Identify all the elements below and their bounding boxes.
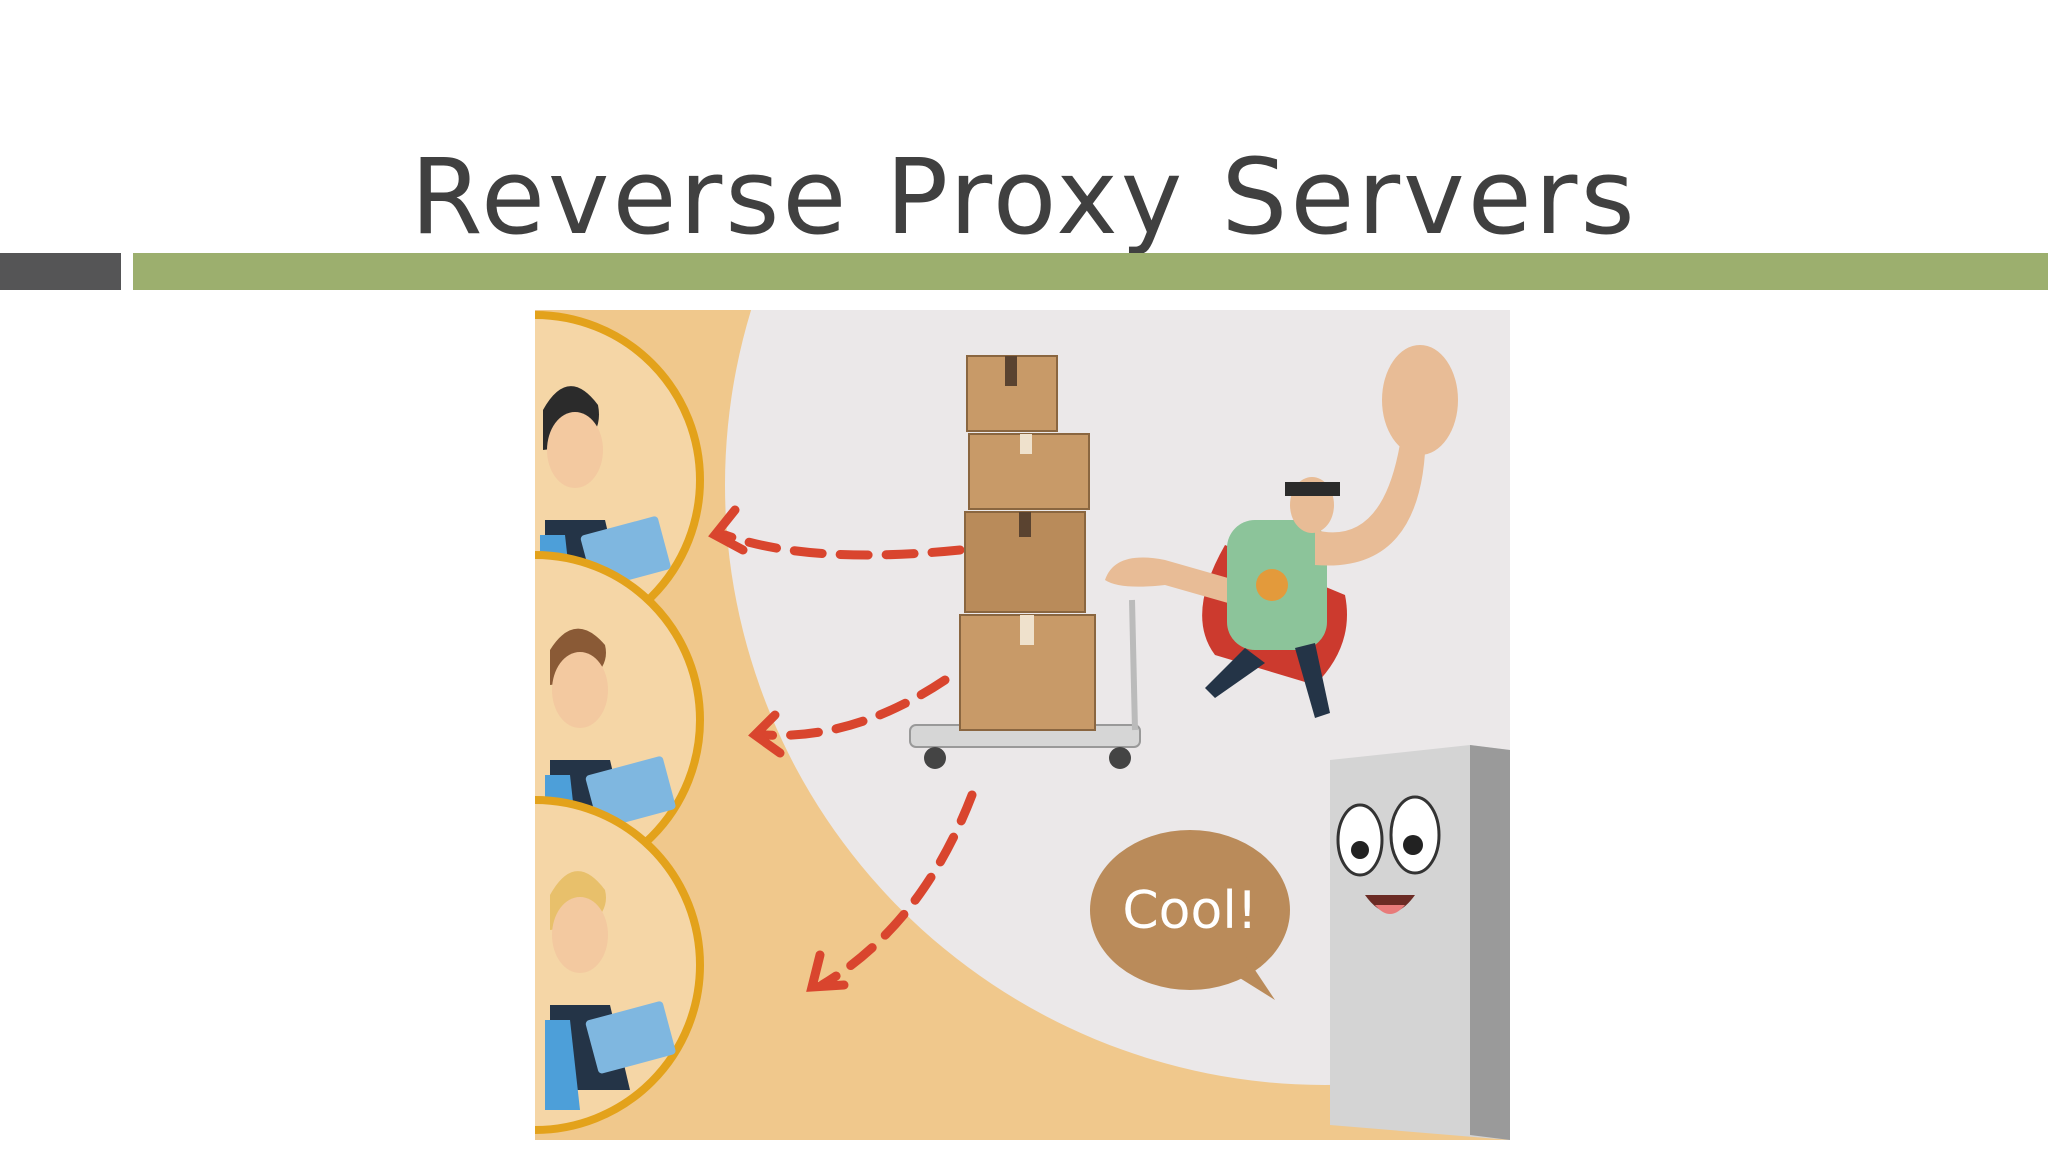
- server-character: [1330, 745, 1510, 1140]
- title-underline-dark-segment: [0, 253, 121, 290]
- superhero-proxy: [1105, 345, 1458, 718]
- title-underline-green-bar: [133, 253, 2048, 290]
- slide-title: Reverse Proxy Servers: [410, 135, 1638, 258]
- delivery-arrows: [708, 505, 977, 992]
- speech-bubble: Cool!: [1090, 830, 1290, 1000]
- speech-bubble-text: Cool!: [1122, 881, 1257, 941]
- client-user-3: [535, 796, 704, 1134]
- reverse-proxy-illustration: Cool!: [535, 310, 1510, 1140]
- hand-truck-with-boxes: [909, 355, 1141, 769]
